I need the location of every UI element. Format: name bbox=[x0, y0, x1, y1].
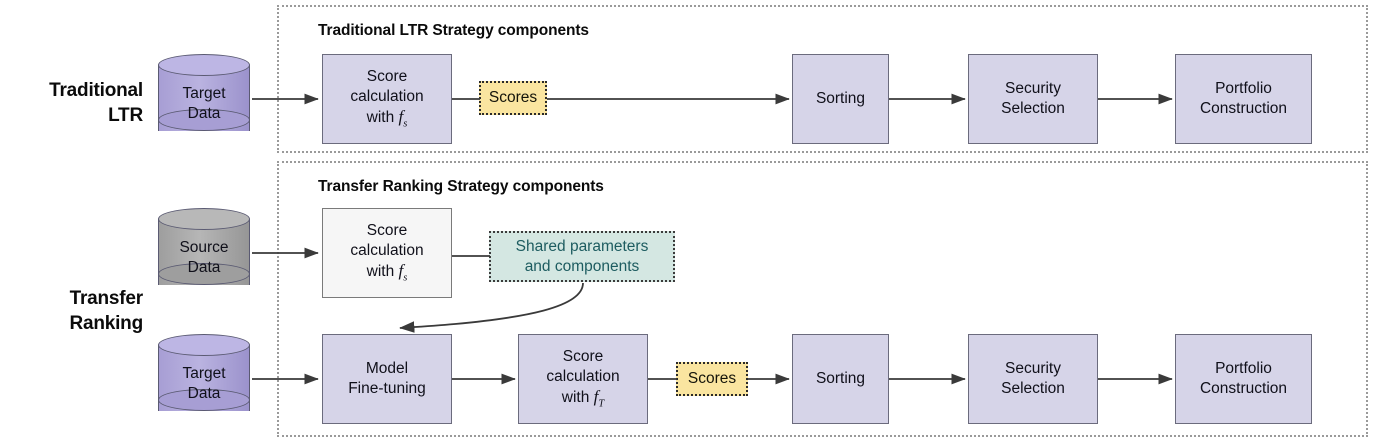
cylinder-bottom-ellipse bbox=[158, 109, 250, 131]
process-sorting-traditional[interactable]: Sorting bbox=[792, 54, 889, 144]
process-line3: with fs bbox=[327, 106, 447, 131]
process-line1: Score bbox=[366, 222, 408, 240]
cylinder-bottom-ellipse bbox=[158, 389, 250, 411]
row-label-transfer-line1: Transfer bbox=[69, 288, 144, 309]
row-label-traditional-line2: LTR bbox=[108, 105, 143, 127]
scores-label: Scores bbox=[687, 370, 737, 387]
database-label: Target Data bbox=[158, 84, 250, 123]
process-score-calculation-ft-target[interactable]: Score calculation with fT bbox=[518, 334, 648, 424]
process-line2: Fine-tuning bbox=[348, 380, 426, 397]
database-label: Source Data bbox=[158, 238, 250, 277]
function-symbol-fs: fs bbox=[398, 107, 408, 130]
group-title-traditional-ltr: Traditional LTR Strategy components bbox=[318, 22, 589, 39]
function-symbol-fs: fs bbox=[398, 261, 408, 284]
database-label-line1: Source bbox=[179, 239, 229, 256]
process-line3-prefix: with bbox=[366, 109, 395, 127]
row-label-transfer-ranking: Transfer Ranking bbox=[8, 286, 143, 336]
process-line2: Selection bbox=[1001, 380, 1065, 397]
process-label: Sorting bbox=[815, 370, 866, 388]
scores-badge-traditional[interactable]: Scores bbox=[479, 81, 547, 115]
process-line3-prefix: with bbox=[366, 263, 395, 281]
process-portfolio-construction-traditional[interactable]: Portfolio Construction bbox=[1175, 54, 1312, 144]
process-line2: calculation bbox=[350, 87, 424, 105]
process-line3: with fT bbox=[523, 386, 643, 411]
cylinder-top-ellipse bbox=[158, 334, 250, 356]
process-model-fine-tuning[interactable]: Model Fine-tuning bbox=[322, 334, 452, 424]
process-line3: with fs bbox=[327, 260, 447, 285]
process-security-selection-traditional[interactable]: Security Selection bbox=[968, 54, 1098, 144]
process-line1: Model bbox=[365, 360, 409, 378]
process-line1: Security bbox=[1005, 80, 1061, 98]
database-label-line1: Target bbox=[182, 365, 226, 382]
row-label-transfer-line2: Ranking bbox=[69, 313, 143, 335]
database-target-data-traditional: Target Data bbox=[158, 54, 250, 142]
process-sorting-transfer[interactable]: Sorting bbox=[792, 334, 889, 424]
shared-parameters-line1: Shared parameters bbox=[515, 237, 649, 255]
row-label-traditional-ltr: Traditional LTR bbox=[8, 78, 143, 128]
row-label-traditional-line1: Traditional bbox=[49, 80, 143, 101]
process-line2: Construction bbox=[1199, 100, 1287, 117]
cylinder-top-ellipse bbox=[158, 208, 250, 230]
process-line1: Score bbox=[366, 68, 408, 86]
scores-label: Scores bbox=[488, 89, 538, 106]
database-target-data-transfer: Target Data bbox=[158, 334, 250, 422]
process-score-calculation-fs-traditional[interactable]: Score calculation with fs bbox=[322, 54, 452, 144]
database-label-line2: Data bbox=[187, 258, 221, 276]
process-line2: Selection bbox=[1001, 100, 1065, 117]
group-container-transfer-ranking bbox=[277, 161, 1368, 437]
process-line2: Construction bbox=[1199, 380, 1287, 397]
process-line1: Security bbox=[1005, 360, 1061, 378]
process-security-selection-transfer[interactable]: Security Selection bbox=[968, 334, 1098, 424]
shared-parameters-line2: and components bbox=[524, 257, 640, 275]
process-line1: Portfolio bbox=[1215, 80, 1272, 98]
process-label: Sorting bbox=[815, 90, 866, 108]
group-container-traditional-ltr bbox=[277, 5, 1368, 153]
database-source-data: Source Data bbox=[158, 208, 250, 296]
process-portfolio-construction-transfer[interactable]: Portfolio Construction bbox=[1175, 334, 1312, 424]
process-line3-prefix: with bbox=[561, 389, 590, 407]
process-line2: calculation bbox=[546, 367, 620, 385]
cylinder-bottom-ellipse bbox=[158, 263, 250, 285]
process-line2: calculation bbox=[350, 241, 424, 259]
database-label: Target Data bbox=[158, 364, 250, 403]
process-line1: Score bbox=[562, 348, 604, 366]
database-label-line1: Target bbox=[182, 85, 226, 102]
database-label-line2: Data bbox=[187, 104, 221, 122]
process-score-calculation-fs-source[interactable]: Score calculation with fs bbox=[322, 208, 452, 298]
process-line1: Portfolio bbox=[1215, 360, 1272, 378]
cylinder-top-ellipse bbox=[158, 54, 250, 76]
database-label-line2: Data bbox=[187, 384, 221, 402]
function-symbol-ft: fT bbox=[593, 387, 605, 410]
scores-badge-transfer[interactable]: Scores bbox=[676, 362, 748, 396]
group-title-transfer-ranking: Transfer Ranking Strategy components bbox=[318, 178, 604, 195]
shared-parameters-box[interactable]: Shared parameters and components bbox=[489, 231, 675, 282]
